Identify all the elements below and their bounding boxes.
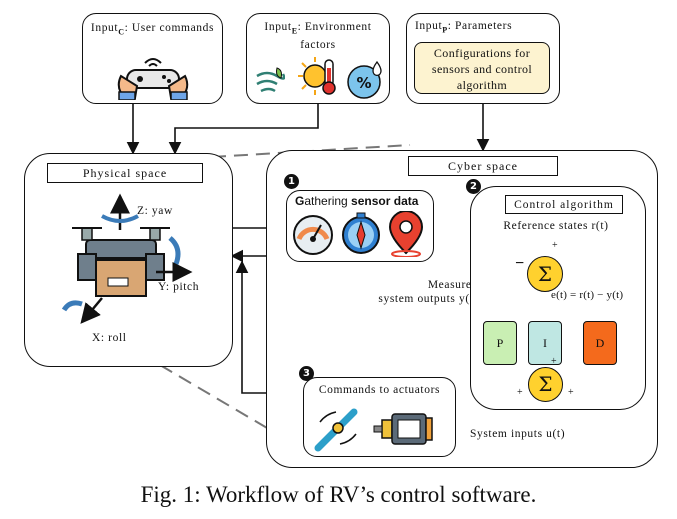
sum-plus-left: + <box>517 387 524 398</box>
humidity-icon: % <box>347 60 382 99</box>
gamepad-icon <box>117 58 189 100</box>
reference-plus-sign: + <box>552 240 559 251</box>
input-user-label: InputC: User commands <box>90 22 215 37</box>
arrow-env-to-physical <box>168 104 319 155</box>
dashed-link-bottom <box>159 364 297 446</box>
input-parameters-box: InputP: Parameters Configurations for se… <box>406 13 560 104</box>
system-inputs-label: System inputs u(t) <box>470 428 566 440</box>
configuration-box: Configurations for sensors and control a… <box>414 42 550 94</box>
sensor-data-box: Gathering sensor data <box>286 190 434 262</box>
motor-icon <box>373 413 433 445</box>
error-sum-node: Σ <box>527 256 563 292</box>
compass-icon <box>342 212 380 254</box>
actuators-title: Commands to actuators <box>318 384 441 396</box>
input-user-commands-box: InputC: User commands <box>82 13 223 104</box>
actuator-icons <box>314 408 433 452</box>
sum-plus-top: + <box>551 356 558 367</box>
figure-caption: Fig. 1: Workflow of RV’s control softwar… <box>140 482 537 507</box>
sum-plus-right: + <box>568 387 575 398</box>
step-1-marker: 1 <box>284 174 299 189</box>
axis-y-label: Y: pitch <box>158 281 200 293</box>
input-parameters-label: InputP: Parameters <box>415 20 513 35</box>
step-2-marker: 2 <box>466 179 481 194</box>
reference-states-label: Reference states r(t) <box>503 220 609 232</box>
axis-x-label: X: roll <box>92 332 127 344</box>
error-label: e(t) = r(t) − y(t) <box>551 289 624 301</box>
axis-z-label: Z: yaw <box>137 205 173 217</box>
wind-icon <box>256 67 285 93</box>
d-block: D <box>583 321 617 365</box>
sensor-icons <box>293 211 424 257</box>
cyber-space-title: Cyber space <box>408 156 558 176</box>
drone-icon <box>62 193 193 324</box>
gauge-icon <box>293 215 333 255</box>
propeller-icon <box>314 408 358 452</box>
input-environment-label: InputE: Environment factors <box>264 21 372 52</box>
measured-minus-sign: − <box>515 255 525 272</box>
control-algorithm-title: Control algorithm <box>505 195 623 214</box>
input-environment-box: InputE: Environment factors % <box>246 13 390 104</box>
physical-space-title: Physical space <box>47 163 203 183</box>
location-pin-icon <box>388 211 424 257</box>
p-block: P <box>483 321 517 365</box>
output-sum-node: Σ <box>528 367 563 402</box>
measured-output-label: Measured system outputs y(t) <box>378 279 478 305</box>
sun-thermometer-icon <box>298 57 336 95</box>
i-block: I <box>528 321 562 365</box>
actuators-box: Commands to actuators <box>303 377 456 457</box>
sensor-data-title: Gathering sensor data <box>295 194 419 208</box>
svg-text:%: % <box>356 74 371 92</box>
